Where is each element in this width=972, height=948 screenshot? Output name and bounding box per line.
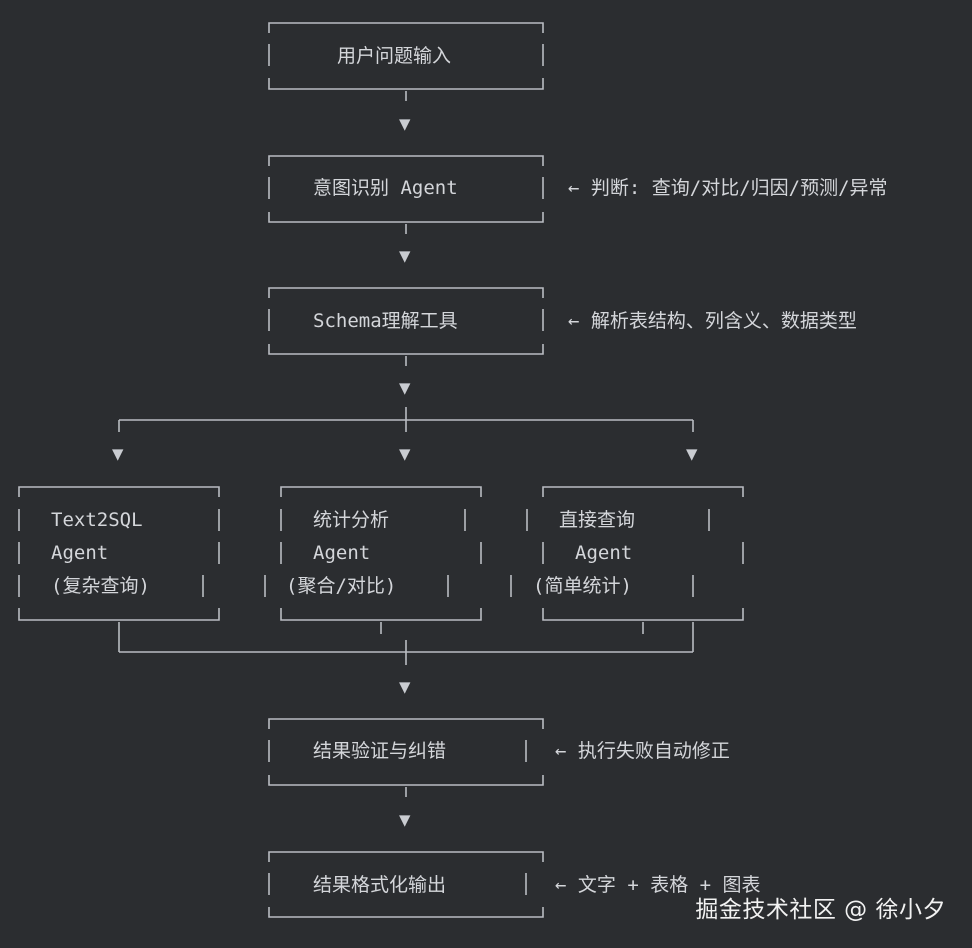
text2sql-line-2: Agent <box>51 542 108 564</box>
format-note: ← 文字 + 表格 + 图表 <box>555 874 761 896</box>
intent-note: ← 判断: 查询/对比/归因/预测/异常 <box>568 177 888 199</box>
schema-box-top-border <box>268 287 544 298</box>
input-box: 用户问题输入 <box>268 22 544 90</box>
schema-box-bottom-border <box>268 344 544 355</box>
arrow-down-5: ▼ <box>399 809 411 831</box>
validate-box: 结果验证与纠错 ← 执行失败自动修正 <box>268 718 730 786</box>
stats-box-top-border <box>280 486 482 497</box>
arrow-down-left: ▼ <box>112 443 124 465</box>
intent-box-bottom-border <box>268 212 544 223</box>
arrow-down-right: ▼ <box>686 443 698 465</box>
input-box-top-border <box>268 22 544 33</box>
direct-line-3: (简单统计) <box>533 575 632 597</box>
schema-note: ← 解析表结构、列含义、数据类型 <box>568 310 857 332</box>
stats-line-2: Agent <box>313 542 370 564</box>
validate-label: 结果验证与纠错 <box>313 740 446 762</box>
schema-label: Schema理解工具 <box>313 310 458 332</box>
stats-box-bottom-border <box>280 608 482 621</box>
stats-box: 统计分析 Agent (聚合/对比) <box>264 486 482 621</box>
arrow-down-3: ▼ <box>399 377 411 399</box>
watermark: 掘金技术社区 @ 徐小夕 <box>695 897 946 923</box>
validate-box-bottom-border <box>268 775 544 786</box>
stats-line-3: (聚合/对比) <box>286 575 396 597</box>
schema-box: Schema理解工具 ← 解析表结构、列含义、数据类型 <box>268 287 857 355</box>
input-label: 用户问题输入 <box>337 45 451 67</box>
arrow-down-4: ▼ <box>399 676 411 698</box>
format-label: 结果格式化输出 <box>313 874 446 896</box>
intent-box: 意图识别 Agent ← 判断: 查询/对比/归因/预测/异常 <box>268 155 888 223</box>
direct-box-top-border <box>542 486 744 497</box>
split-bracket <box>118 407 694 432</box>
validate-note: ← 执行失败自动修正 <box>555 740 730 762</box>
merge-bracket <box>118 622 694 665</box>
validate-box-top-border <box>268 718 544 729</box>
text2sql-box-bottom-border <box>18 608 220 621</box>
format-box: 结果格式化输出 ← 文字 + 表格 + 图表 <box>268 851 761 918</box>
direct-line-1: 直接查询 <box>559 509 635 531</box>
stats-line-1: 统计分析 <box>313 509 389 531</box>
arrow-down-center: ▼ <box>399 443 411 465</box>
intent-box-top-border <box>268 155 544 166</box>
arrow-down-1: ▼ <box>399 113 411 135</box>
direct-box-bottom-border <box>542 608 744 621</box>
input-box-bottom-border <box>268 78 544 90</box>
format-box-bottom-border <box>268 907 544 918</box>
text2sql-box: Text2SQL Agent (复杂查询) <box>18 486 220 621</box>
arrow-down-2: ▼ <box>399 245 411 267</box>
text2sql-line-3: (复杂查询) <box>51 575 150 597</box>
direct-line-2: Agent <box>575 542 632 564</box>
format-box-top-border <box>268 851 544 862</box>
text2sql-box-top-border <box>18 486 220 497</box>
direct-box: 直接查询 Agent (简单统计) <box>510 486 744 621</box>
text2sql-line-1: Text2SQL <box>51 509 143 531</box>
intent-label: 意图识别 Agent <box>313 177 458 199</box>
